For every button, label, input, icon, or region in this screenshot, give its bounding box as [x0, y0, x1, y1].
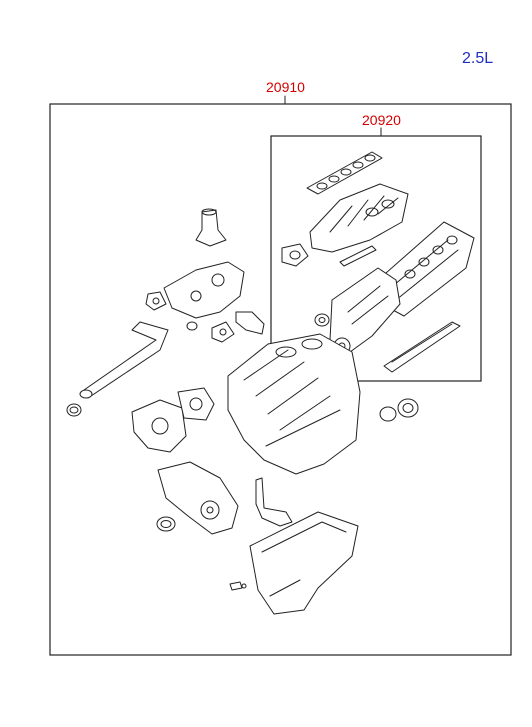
engine-block-part[interactable] [227, 333, 361, 475]
part-number-20920-label[interactable]: 20920 [362, 112, 401, 128]
oil-strainer-part[interactable] [255, 477, 293, 527]
rear-seal-part[interactable] [397, 398, 419, 418]
water-outlet-part[interactable] [195, 208, 227, 247]
inner-kit-frame [270, 127, 482, 382]
outlet-gasket-part[interactable] [145, 291, 167, 311]
throttle-gasket-part[interactable] [281, 243, 309, 267]
rear-seal-retainer-part[interactable] [379, 406, 397, 422]
cylinder-head-part[interactable] [329, 267, 401, 355]
bypass-connector-part[interactable] [235, 311, 265, 335]
seal-ring-part[interactable] [314, 313, 330, 327]
manifold-gasket-strip-part[interactable] [339, 245, 377, 267]
head-gasket-part[interactable] [383, 321, 461, 373]
thermostat-housing-part[interactable] [163, 261, 245, 319]
drain-plug-part[interactable] [229, 581, 247, 591]
water-pipe-part[interactable] [79, 321, 169, 399]
pump-gasket-part[interactable] [177, 387, 215, 421]
timing-cover-part[interactable] [157, 461, 239, 535]
flange-gasket-part[interactable] [211, 321, 235, 343]
part-number-20910-label[interactable]: 20910 [266, 79, 305, 95]
intake-manifold-part[interactable] [309, 183, 409, 253]
water-pump-part[interactable] [131, 399, 187, 453]
pipe-oring-part[interactable] [66, 403, 82, 417]
engine-displacement-label: 2.5L [462, 50, 494, 67]
intake-gasket-part[interactable] [306, 151, 383, 195]
crank-seal-part[interactable] [156, 516, 176, 532]
oil-pan-part[interactable] [249, 511, 359, 615]
pipe-joint-ring-part[interactable] [186, 321, 198, 331]
outer-kit-frame [49, 95, 512, 656]
